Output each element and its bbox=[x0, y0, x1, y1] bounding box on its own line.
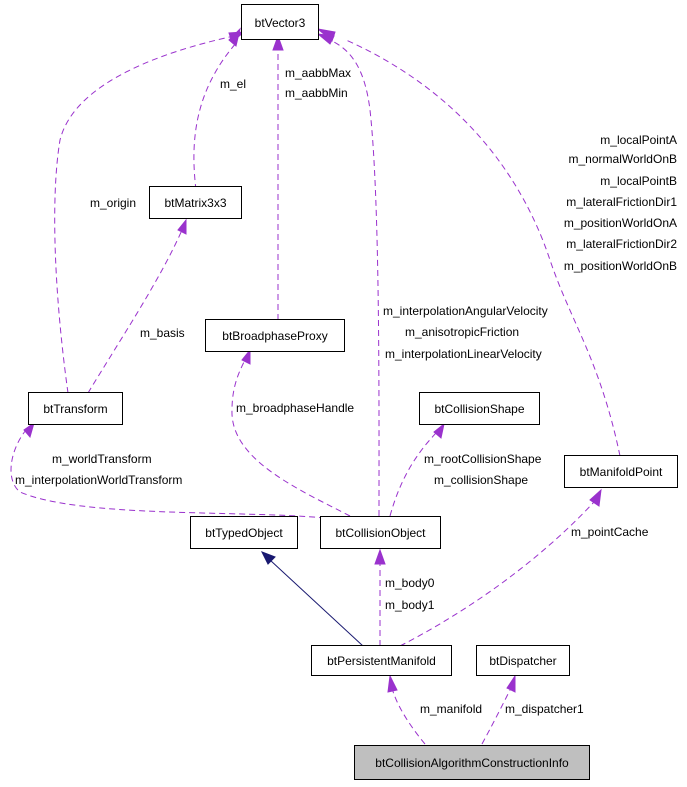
edge-label-m-lateralfrictiondir2: m_lateralFrictionDir2 bbox=[566, 237, 677, 251]
edge-manifold-inherits-typedobject bbox=[269, 559, 364, 647]
edge-label-m-body1: m_body1 bbox=[385, 598, 435, 612]
edge-label-m-positionworldonb: m_positionWorldOnB bbox=[564, 259, 677, 273]
edge-label-m-origin: m_origin bbox=[90, 196, 136, 210]
arrowhead-icon bbox=[506, 674, 516, 693]
arrowhead-icon bbox=[374, 548, 386, 565]
class-node-btpersistentmanifold[interactable]: btPersistentManifold bbox=[311, 645, 452, 676]
edge-label-m-broadphasehandle: m_broadphaseHandle bbox=[236, 401, 354, 415]
edge-manifoldpoint-to-vector bbox=[345, 39, 621, 457]
class-node-btdispatcher[interactable]: btDispatcher bbox=[476, 645, 570, 676]
class-label: btVector3 bbox=[255, 16, 306, 30]
arrowhead-icon bbox=[316, 28, 336, 42]
arrowhead-icon bbox=[589, 488, 602, 507]
arrowhead-icon bbox=[228, 31, 246, 43]
edge-label-m-normalworldonb: m_normalWorldOnB bbox=[569, 152, 677, 166]
class-label: btCollisionObject bbox=[335, 526, 426, 540]
edge-label-m-localpointb: m_localPointB bbox=[600, 174, 677, 188]
edge-label-m-dispatcher1: m_dispatcher1 bbox=[505, 702, 584, 716]
edge-transform-to-matrix bbox=[87, 229, 183, 394]
class-node-btcollisionshape[interactable]: btCollisionShape bbox=[419, 392, 540, 425]
class-node-btvector3[interactable]: btVector3 bbox=[241, 4, 319, 40]
edge-label-m-body0: m_body0 bbox=[385, 576, 435, 590]
edge-object-to-shape bbox=[389, 431, 438, 517]
edge-label-m-worldtransform: m_worldTransform bbox=[52, 452, 152, 466]
class-node-btmatrix3x3[interactable]: btMatrix3x3 bbox=[149, 186, 242, 219]
edge-info-to-dispatcher bbox=[481, 687, 512, 745]
class-node-bttypedobject[interactable]: btTypedObject bbox=[190, 516, 298, 549]
class-node-btcollisionalgorithmconstructioninfo[interactable]: btCollisionAlgorithmConstructionInfo bbox=[354, 745, 590, 780]
edge-label-m-lateralfrictiondir1: m_lateralFrictionDir1 bbox=[566, 195, 677, 209]
class-node-bttransform[interactable]: btTransform bbox=[28, 392, 123, 425]
arrowhead-icon bbox=[387, 674, 398, 693]
edge-label-m-interpolationworldtransform: m_interpolationWorldTransform bbox=[15, 473, 182, 487]
edge-label-m-aabbmax: m_aabbMax bbox=[285, 66, 351, 80]
edge-object-to-vector bbox=[329, 39, 380, 517]
edge-label-m-anisotropicfriction: m_anisotropicFriction bbox=[405, 325, 519, 339]
edge-label-m-pointcache: m_pointCache bbox=[571, 525, 649, 539]
class-label: btDispatcher bbox=[489, 654, 556, 668]
class-node-btcollisionobject[interactable]: btCollisionObject bbox=[320, 516, 441, 549]
edge-label-m-manifold: m_manifold bbox=[420, 702, 482, 716]
class-label: btTransform bbox=[43, 402, 107, 416]
class-node-btbroadphaseproxy[interactable]: btBroadphaseProxy bbox=[205, 319, 345, 352]
edge-label-m-el: m_el bbox=[220, 77, 246, 91]
arrowhead-icon bbox=[177, 218, 187, 235]
class-label: btMatrix3x3 bbox=[164, 196, 226, 210]
arrowhead-icon bbox=[433, 422, 445, 439]
arrowhead-icon bbox=[23, 421, 35, 439]
arrowhead-icon bbox=[272, 34, 284, 51]
edge-object-to-transform bbox=[10, 429, 326, 519]
edge-label-m-collisionshape: m_collisionShape bbox=[434, 473, 528, 487]
edge-transform-to-vector bbox=[54, 35, 235, 394]
edge-label-m-interpolationangularvelocity: m_interpolationAngularVelocity bbox=[383, 304, 548, 318]
edge-manifold-to-manifoldpoint bbox=[399, 501, 595, 647]
class-label: btManifoldPoint bbox=[580, 465, 663, 479]
edge-label-m-basis: m_basis bbox=[140, 326, 185, 340]
class-node-btmanifoldpoint[interactable]: btManifoldPoint bbox=[564, 455, 678, 488]
edge-object-to-proxy bbox=[231, 357, 351, 517]
edge-label-m-positionworldona: m_positionWorldOnA bbox=[564, 216, 677, 230]
edge-label-m-localpointa: m_localPointA bbox=[600, 133, 677, 147]
edge-label-m-aabbmin: m_aabbMin bbox=[285, 86, 348, 100]
edge-info-to-manifold bbox=[391, 687, 426, 745]
class-label: btPersistentManifold bbox=[327, 654, 436, 668]
edge-matrix-to-vector bbox=[193, 41, 238, 191]
inheritance-arrowhead-icon bbox=[260, 551, 276, 565]
arrowhead-icon bbox=[241, 348, 251, 365]
edge-label-m-interpolationlinearvelocity: m_interpolationLinearVelocity bbox=[385, 347, 542, 361]
class-label: btBroadphaseProxy bbox=[222, 329, 327, 343]
class-label: btTypedObject bbox=[205, 526, 283, 540]
class-label: btCollisionShape bbox=[434, 402, 524, 416]
class-label: btCollisionAlgorithmConstructionInfo bbox=[375, 756, 569, 770]
edge-label-m-rootcollisionshape: m_rootCollisionShape bbox=[424, 452, 542, 466]
